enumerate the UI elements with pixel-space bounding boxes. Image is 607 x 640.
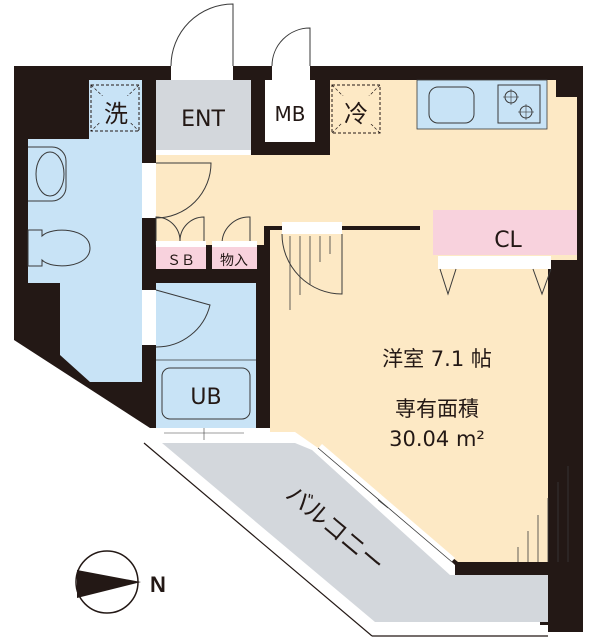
compass-north-label: N [150, 572, 166, 597]
closet-label: CL [494, 228, 522, 253]
toilet-door-opening [142, 163, 156, 218]
bath-door-opening [142, 290, 156, 345]
window-swing [517, 466, 569, 562]
door-swings [155, 162, 251, 246]
shoe-box: ＳＢ [156, 241, 206, 269]
closet: CL [433, 210, 577, 296]
shoe-box-label: ＳＢ [167, 253, 195, 269]
entrance-label: ENT [181, 107, 225, 132]
toilet-washroom: 洗 [27, 80, 142, 382]
storage-label: 物入 [220, 253, 248, 269]
meter-box-label: MB [275, 102, 306, 126]
western-room-label: 洋室 7.1 帖 [382, 347, 492, 371]
unit-bath-label: UB [190, 385, 221, 410]
laundry-label: 洗 [104, 100, 128, 128]
fridge-label: 冷 [344, 100, 368, 128]
kitchen-counter [416, 79, 548, 130]
unit-bath: UB [155, 283, 256, 440]
fridge-space: 冷 [331, 84, 381, 134]
room-door [281, 222, 343, 310]
sliding-window [315, 444, 455, 566]
main-floor [156, 80, 577, 562]
area-value: 30.04 m² [389, 427, 485, 451]
compass: N [75, 550, 166, 614]
entrance: ENT [156, 3, 251, 155]
meter-box: MB [265, 27, 315, 142]
balcony: バルコニー [143, 442, 548, 637]
storage: 物入 [212, 241, 257, 269]
area-label: 専有面積 [395, 397, 479, 421]
